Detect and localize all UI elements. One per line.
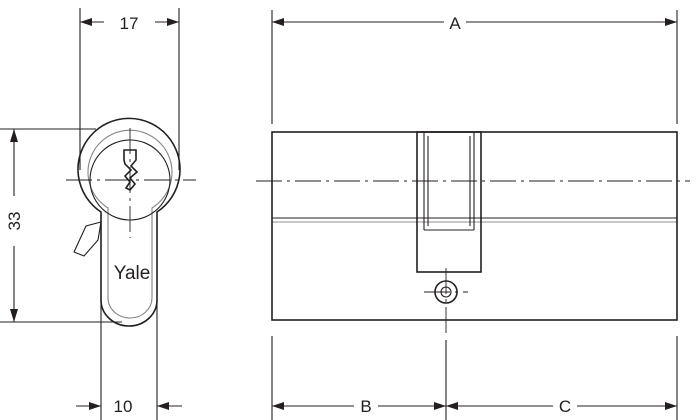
inner-body xyxy=(87,129,173,319)
dim-overall-length-label: A xyxy=(449,14,461,33)
dim-cam-width-label: 10 xyxy=(114,397,133,416)
front-view: Yale xyxy=(66,117,196,327)
cam-lever xyxy=(73,221,102,257)
dim-top-width: 17 xyxy=(79,8,180,170)
dim-overall-length: A xyxy=(271,10,678,124)
dim-cam-width: 10 xyxy=(76,300,182,420)
cam-slot xyxy=(416,131,482,273)
keyway xyxy=(123,149,139,191)
dim-height: 33 xyxy=(0,128,122,323)
side-view xyxy=(256,131,690,336)
brand-text: Yale xyxy=(114,263,151,284)
dim-height-label: 33 xyxy=(5,212,24,231)
dim-left-right-lengths: B C xyxy=(271,336,678,420)
dim-top-width-label: 17 xyxy=(120,14,139,33)
dim-right-length-label: C xyxy=(559,397,571,416)
dim-left-length-label: B xyxy=(360,397,371,416)
